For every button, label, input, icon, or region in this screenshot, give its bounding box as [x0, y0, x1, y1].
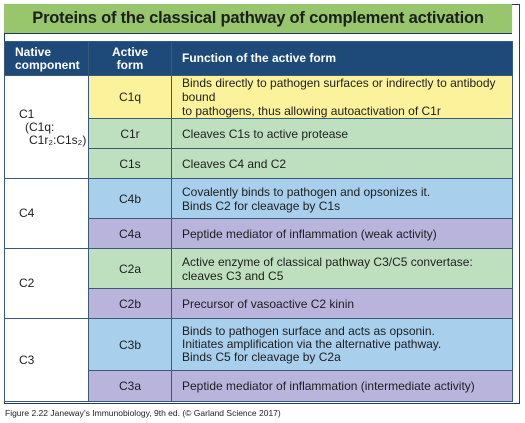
header-active-line2: form — [116, 57, 144, 72]
function-cell: Binds directly to pathogen surfaces or i… — [171, 75, 513, 119]
active-form-cell: C2a — [88, 248, 172, 289]
function-line: Binds to pathogen surface and acts as op… — [182, 324, 435, 338]
active-form-cell: C1s — [88, 148, 172, 179]
header-active-form: Active form — [88, 41, 172, 76]
table-row: C1s Cleaves C4 and C2 — [5, 148, 513, 179]
active-form-cell: C3b — [88, 318, 172, 371]
header-active-line1: Active — [111, 44, 149, 59]
table-row: C1r Cleaves C1s to active protease — [5, 118, 513, 149]
function-cell: Precursor of vasoactive C2 kinin — [171, 288, 513, 319]
header-native-line2: component — [15, 57, 80, 72]
table-row: C1 (C1q: C1r₂:C1s₂) C1q Binds directly t… — [4, 75, 513, 179]
function-line: Binds directly to pathogen surfaces or i… — [182, 76, 496, 104]
function-line: to pathogens, thus allowing autoactivati… — [182, 104, 441, 118]
table-row: C3a Peptide mediator of inflammation (in… — [5, 370, 513, 402]
native-component-c2: C2 — [4, 248, 89, 319]
function-line: Cleaves C1s to active protease — [182, 126, 349, 141]
header-native-line1: Native — [15, 44, 52, 59]
native-component-c1: C1 (C1q: C1r₂:C1s₂) — [4, 75, 89, 179]
table-row: C4 C4b Covalently binds to pathogen and … — [4, 178, 513, 249]
function-line: Binds C5 for cleavage by C2a — [182, 350, 341, 364]
active-form-cell: C1r — [88, 118, 172, 149]
function-line: Precursor of vasoactive C2 kinin — [182, 296, 355, 311]
function-cell: Peptide mediator of inflammation (interm… — [171, 370, 513, 402]
table-row: C2 C2a Active enzyme of classical pathwa… — [4, 248, 513, 319]
native-sublabel: C1r₂:C1s₂) — [29, 132, 87, 147]
function-line: Active enzyme of classical pathway C3/C5… — [182, 254, 473, 269]
header-native-component: Native component — [4, 41, 89, 76]
header-row: Native component Active form Function of… — [4, 41, 513, 76]
function-line: cleaves C3 and C5 — [182, 268, 284, 283]
native-component-c4: C4 — [4, 178, 89, 249]
active-form-cell: C1q — [88, 75, 172, 119]
function-line: Initiates amplification via the alternat… — [182, 337, 442, 351]
table-row: C4a Peptide mediator of inflammation (we… — [5, 218, 513, 249]
active-form-cell: C4b — [88, 178, 172, 219]
function-cell: Cleaves C1s to active protease — [171, 118, 513, 149]
complement-proteins-table: Native component Active form Function of… — [4, 41, 513, 402]
function-cell: Binds to pathogen surface and acts as op… — [171, 318, 513, 371]
table-row: C2b Precursor of vasoactive C2 kinin — [5, 288, 513, 319]
native-component-c3: C3 — [4, 318, 89, 402]
figure-caption: Figure 2.22 Janeway’s Immunobiology, 9th… — [5, 408, 281, 418]
function-line: Binds C2 for cleavage by C1s — [182, 198, 341, 213]
function-cell: Cleaves C4 and C2 — [171, 148, 513, 179]
native-label: C1 — [19, 106, 35, 121]
native-sublabel: (C1q: — [25, 119, 55, 134]
active-form-cell: C4a — [88, 218, 172, 249]
function-line: Cleaves C4 and C2 — [182, 156, 287, 171]
table-title: Proteins of the classical pathway of com… — [4, 4, 512, 34]
function-cell: Active enzyme of classical pathway C3/C5… — [171, 248, 513, 289]
function-line: Peptide mediator of inflammation (interm… — [182, 379, 475, 393]
function-line: Covalently binds to pathogen and opsoniz… — [182, 184, 431, 199]
table-row: C3 C3b Binds to pathogen surface and act… — [4, 318, 513, 402]
function-cell: Peptide mediator of inflammation (weak a… — [171, 218, 513, 249]
header-function: Function of the active form — [171, 41, 513, 76]
active-form-cell: C2b — [88, 288, 172, 319]
active-form-cell: C3a — [88, 370, 172, 402]
function-cell: Covalently binds to pathogen and opsoniz… — [171, 178, 513, 219]
function-line: Peptide mediator of inflammation (weak a… — [182, 226, 437, 241]
